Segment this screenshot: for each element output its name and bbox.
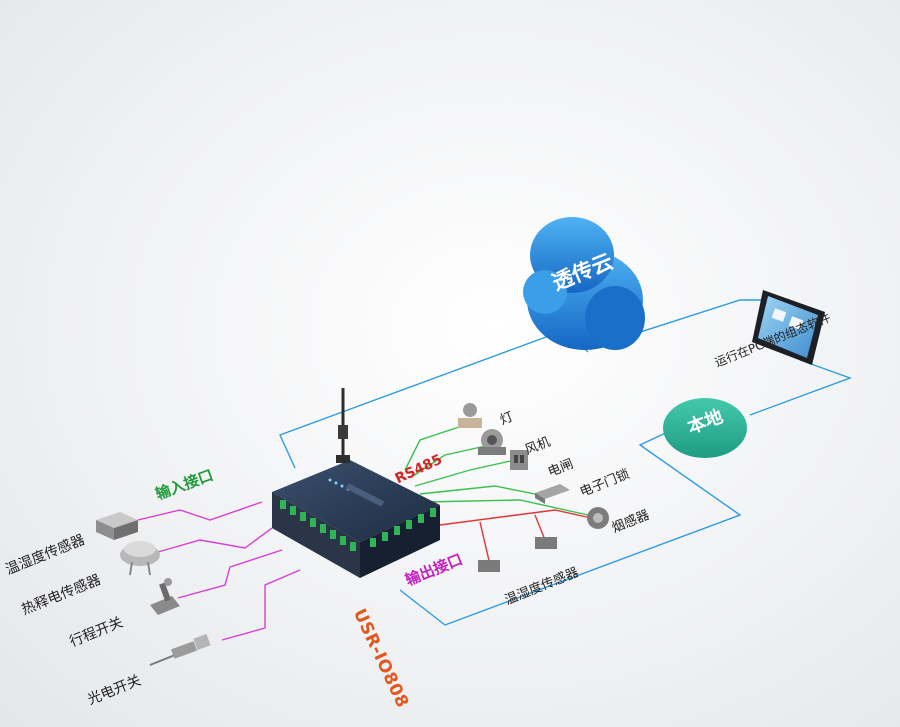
rs485-drop-1 [479,521,491,566]
pc-local-line [749,359,853,416]
electronic-lock-icon [535,484,570,504]
smoke-detector-icon [587,507,609,529]
device-icon [272,460,440,578]
output-line-lock [419,485,541,496]
output-lines [404,425,589,516]
input-line-1 [137,501,263,521]
cloud-icon [523,217,645,350]
limit-switch-icon [150,578,180,615]
input-lines [137,501,301,641]
pc-monitor-icon [752,290,825,365]
circuit-breaker-icon [510,450,528,470]
rs485-drop-2 [534,514,546,541]
input-line-2 [157,527,273,553]
output-line-lamp [404,425,463,471]
local-loop-line [399,429,742,626]
output-line-smoke [424,499,589,516]
antenna-icon [336,388,350,463]
humidity-sensor-icon [96,512,138,540]
output-line-fan [409,444,491,479]
photoelectric-switch-icon [149,633,211,666]
fan-icon [478,429,506,455]
input-line-3 [177,549,283,599]
output-line-breaker [414,459,516,487]
lamp-icon [458,403,482,428]
input-line-4 [221,569,301,641]
local-badge-shape [663,398,747,458]
pir-sensor-icon [120,541,160,576]
rs485-sensor-icon [478,537,557,572]
